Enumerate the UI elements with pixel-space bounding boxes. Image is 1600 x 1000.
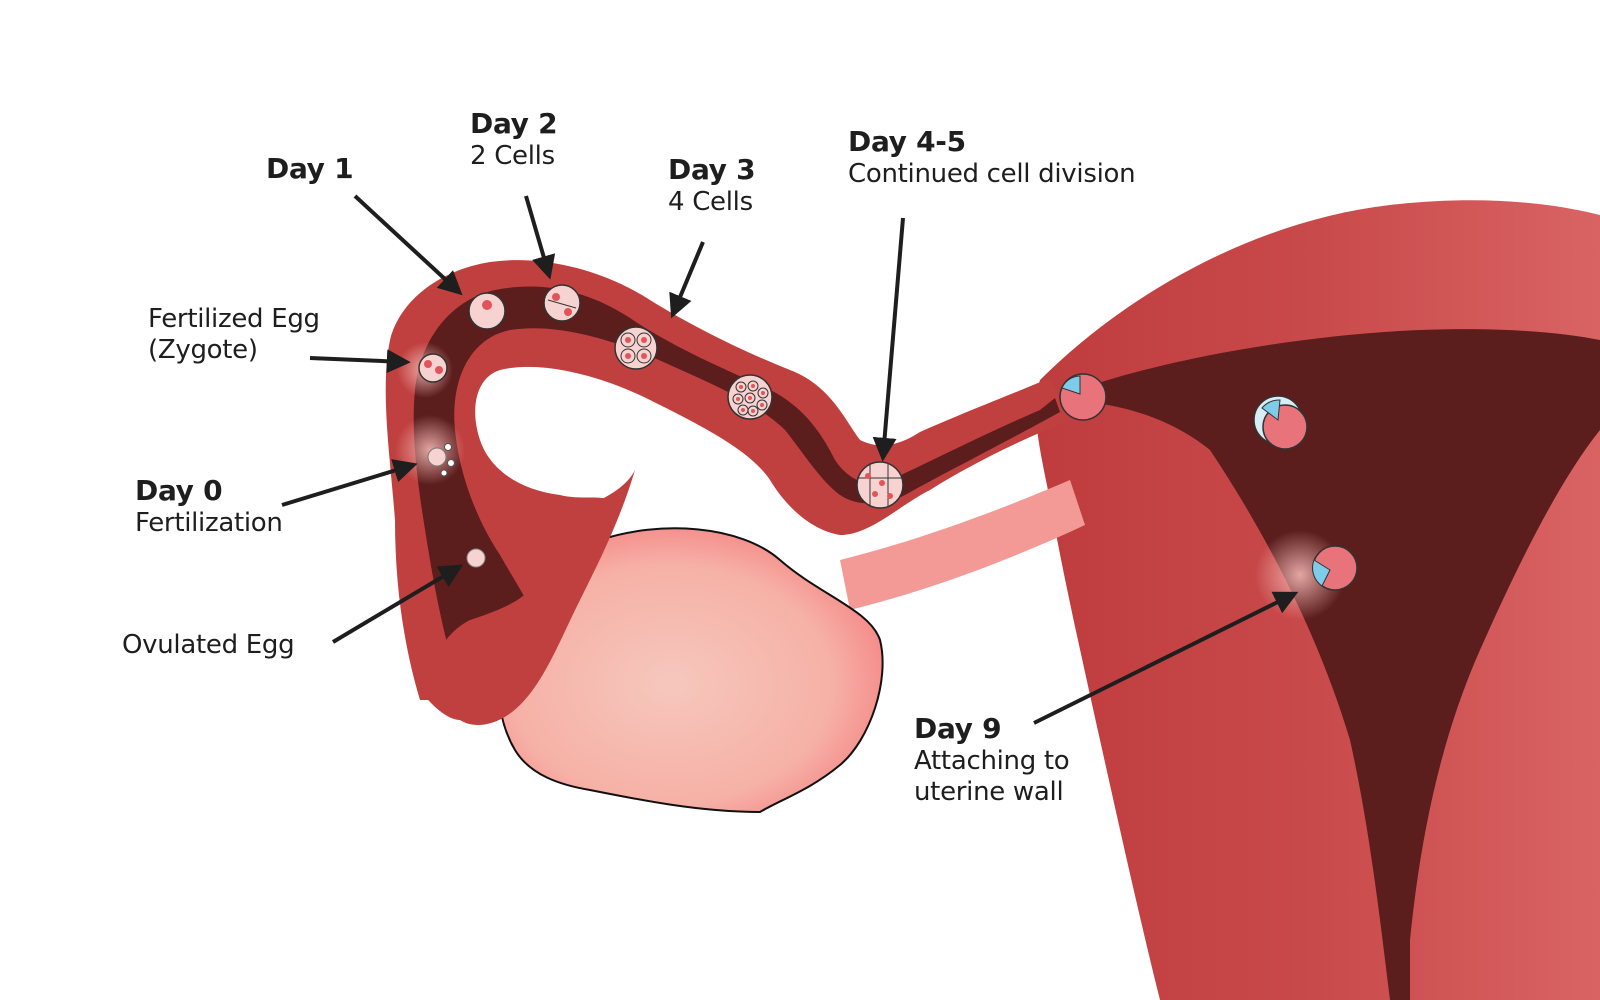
- label-day1: Day 1: [266, 152, 354, 186]
- morula-cell: [727, 374, 773, 420]
- uterine-cavity: [1050, 329, 1600, 1000]
- label-day0: Day 0 Fertilization: [135, 474, 283, 539]
- fertilization-cell: [427, 443, 455, 477]
- day2-subtitle: 2 Cells: [470, 140, 555, 171]
- day1-cell: [468, 292, 506, 330]
- arrow-day3: [669, 241, 705, 319]
- day9-title: Day 9: [914, 712, 1002, 745]
- annotation-arrows: [281, 194, 1299, 725]
- label-day3: Day 3 4 Cells: [668, 153, 756, 218]
- day0-subtitle: Fertilization: [135, 507, 283, 538]
- arrow-day9: [1033, 591, 1299, 725]
- label-fertilized-egg: Fertilized Egg (Zygote): [148, 304, 320, 366]
- day45-title: Day 4-5: [848, 125, 966, 158]
- label-day9: Day 9 Attaching to uterine wall: [914, 712, 1070, 808]
- day9-line2: uterine wall: [914, 776, 1064, 807]
- ovarian-ligament: [840, 480, 1085, 610]
- implanting-blastocyst: [1312, 545, 1358, 591]
- arrow-day45: [872, 217, 905, 462]
- ovulated-egg: [466, 548, 486, 568]
- day45-subtitle: Continued cell division: [848, 158, 1136, 189]
- day1-title: Day 1: [266, 152, 354, 185]
- blastocyst-cavity: [1253, 395, 1308, 450]
- label-ovulated-egg: Ovulated Egg: [122, 630, 295, 661]
- blastocyst-entering: [1059, 373, 1107, 421]
- label-day2: Day 2 2 Cells: [470, 107, 558, 172]
- arrow-day2: [524, 195, 556, 280]
- label-day45: Day 4-5 Continued cell division: [848, 125, 1136, 190]
- zygote: [418, 353, 448, 383]
- day3-title: Day 3: [668, 153, 756, 186]
- arrow-fertilized-egg: [309, 349, 411, 374]
- day2-title: Day 2: [470, 107, 558, 140]
- day45-cell: [856, 461, 904, 509]
- fertilization-glow: [395, 415, 465, 485]
- day3-subtitle: 4 Cells: [668, 186, 753, 217]
- ovulated-egg-text: Ovulated Egg: [122, 630, 295, 660]
- fertilized-egg-line1: Fertilized Egg: [148, 304, 320, 334]
- fertilized-egg-line2: (Zygote): [148, 335, 258, 366]
- fimbriae: [420, 470, 635, 725]
- day2-cell: [543, 284, 581, 322]
- day9-line1: Attaching to: [914, 745, 1070, 776]
- day0-title: Day 0: [135, 474, 223, 507]
- arrow-ovulated-egg: [331, 564, 464, 644]
- arrow-day1: [353, 194, 463, 296]
- day3-cell: [614, 326, 658, 370]
- arrow-day0: [281, 459, 418, 507]
